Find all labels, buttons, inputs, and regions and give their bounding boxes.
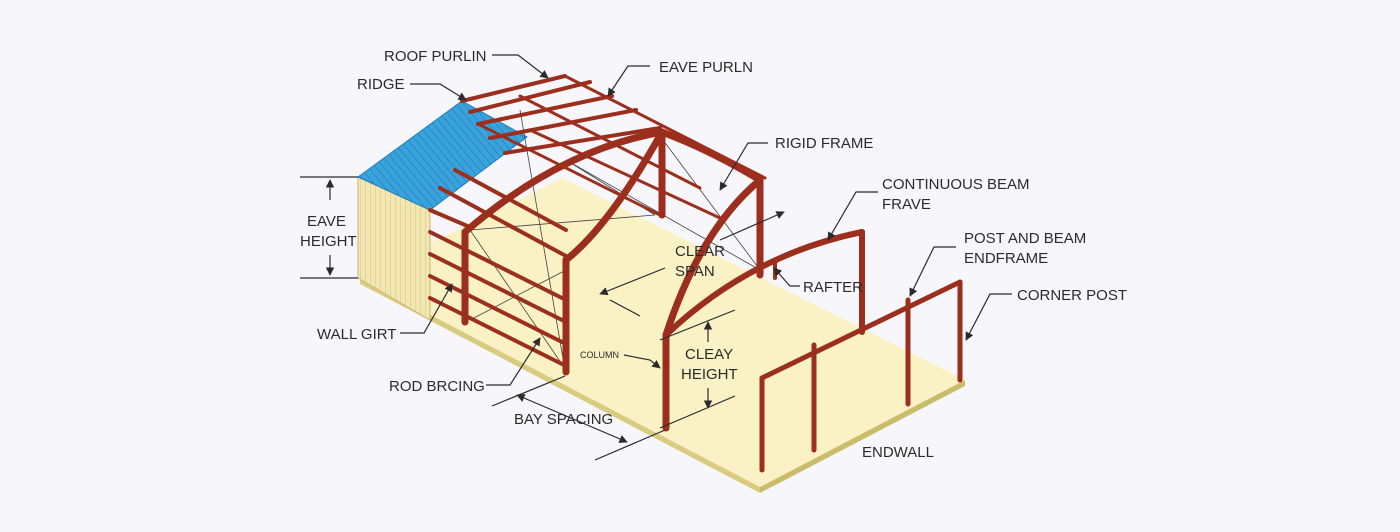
label-clear-height-line1: CLEAY: [685, 346, 733, 363]
label-endwall: ENDWALL: [862, 444, 934, 461]
label-clear-height-line2: HEIGHT: [681, 366, 738, 383]
diagram-labels: ROOF PURLIN RIDGE EAVE PURLN RIGID FRAME…: [300, 48, 1127, 461]
clear-span-dimension: [599, 211, 785, 317]
label-rafter: RAFTER: [803, 279, 863, 296]
label-bay-spacing: BAY SPACING: [514, 411, 613, 428]
rigid-frame-2: [658, 128, 764, 432]
label-clear-span-line1: CLEAR: [675, 243, 725, 260]
label-eave-purlin: EAVE PURLN: [659, 59, 753, 76]
eave-height-dimension: [300, 176, 358, 279]
label-eave-height-line2: HEIGHT: [300, 233, 357, 250]
label-post-beam-line1: POST AND BEAM: [964, 230, 1086, 247]
label-continuous-beam-line1: CONTINUOUS BEAM: [882, 176, 1030, 193]
label-continuous-beam-line2: FRAVE: [882, 196, 931, 213]
clear-height-dimension: [659, 309, 736, 429]
label-corner-post: CORNER POST: [1017, 287, 1127, 304]
leader-lines: [400, 54, 1012, 386]
label-clear-span-line2: SPAN: [675, 263, 715, 280]
rod-bracing-lines: [469, 109, 761, 371]
rigid-frame-1: [461, 128, 666, 376]
bay-spacing-dimension: [491, 375, 666, 461]
label-eave-height-line1: EAVE: [307, 213, 346, 230]
label-column: COLUMN: [580, 350, 619, 360]
label-ridge: RIDGE: [357, 76, 405, 93]
label-rod-bracing: ROD BRCING: [389, 378, 485, 395]
label-post-beam-line2: ENDFRAME: [964, 250, 1048, 267]
label-rigid-frame: RIGID FRAME: [775, 135, 873, 152]
post-and-beam-endframe: [759, 279, 963, 473]
label-wall-girt: WALL GIRT: [317, 326, 396, 343]
label-roof-purlin: ROOF PURLIN: [384, 48, 487, 65]
